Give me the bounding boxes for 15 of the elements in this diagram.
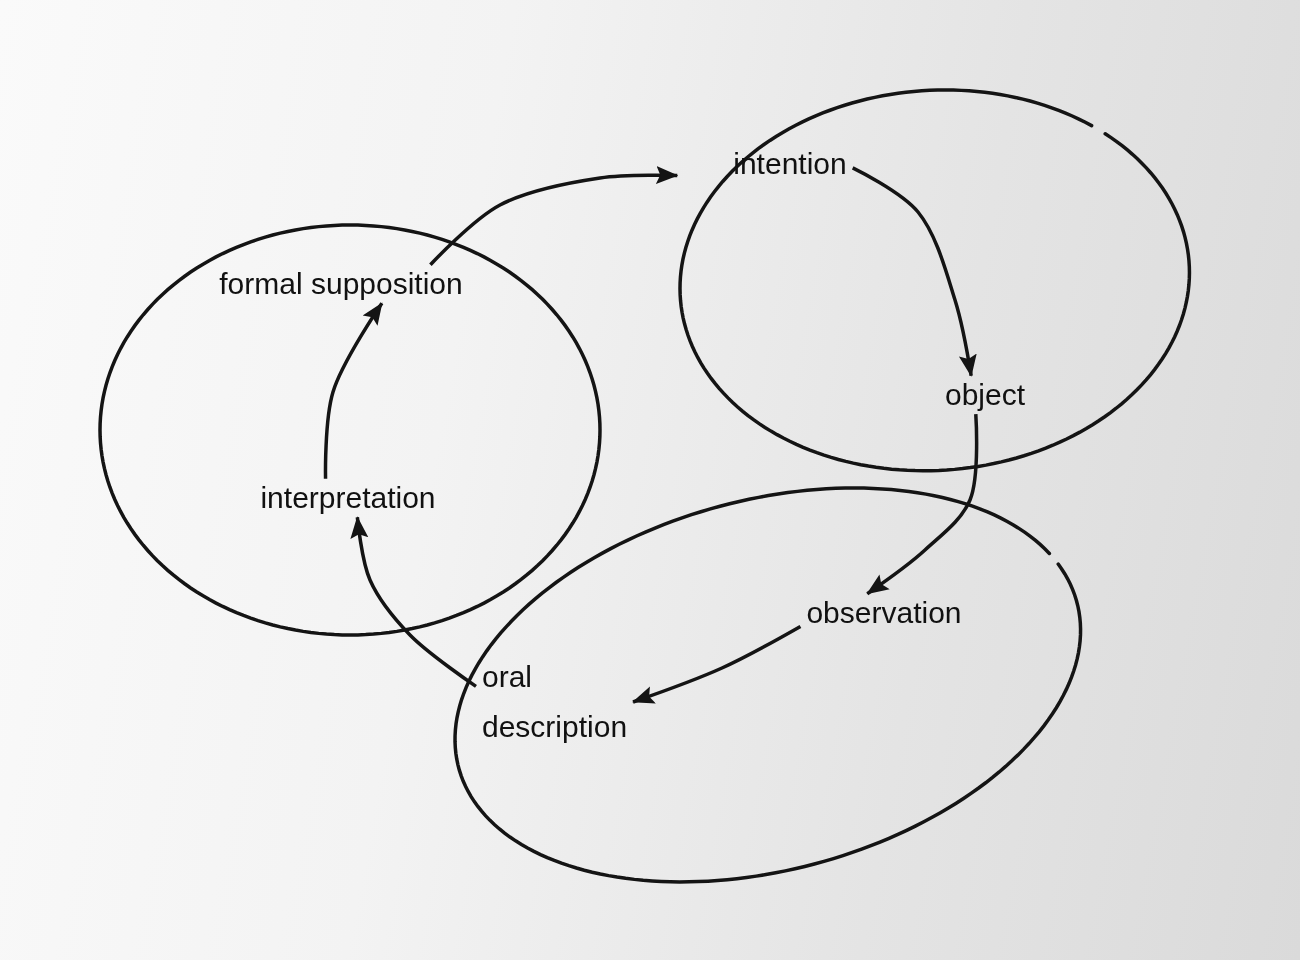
- ellipse-outline: [452, 485, 1084, 885]
- curved-arrow: [851, 166, 977, 377]
- ellipse-outline: [97, 222, 603, 638]
- curved-arrow: [866, 414, 979, 596]
- curved-arrow: [350, 516, 477, 688]
- concept-label: object: [938, 375, 1031, 415]
- ellipse-outline: [677, 86, 1193, 474]
- concept-label: formal supposition: [213, 264, 469, 304]
- curved-arrow: [429, 165, 679, 266]
- curved-arrow: [323, 302, 384, 479]
- concept-label: oral description: [476, 650, 634, 754]
- concept-label: intention: [727, 144, 853, 184]
- concept-label: interpretation: [254, 478, 442, 518]
- curved-arrow: [632, 624, 802, 704]
- concept-label: observation: [800, 593, 968, 633]
